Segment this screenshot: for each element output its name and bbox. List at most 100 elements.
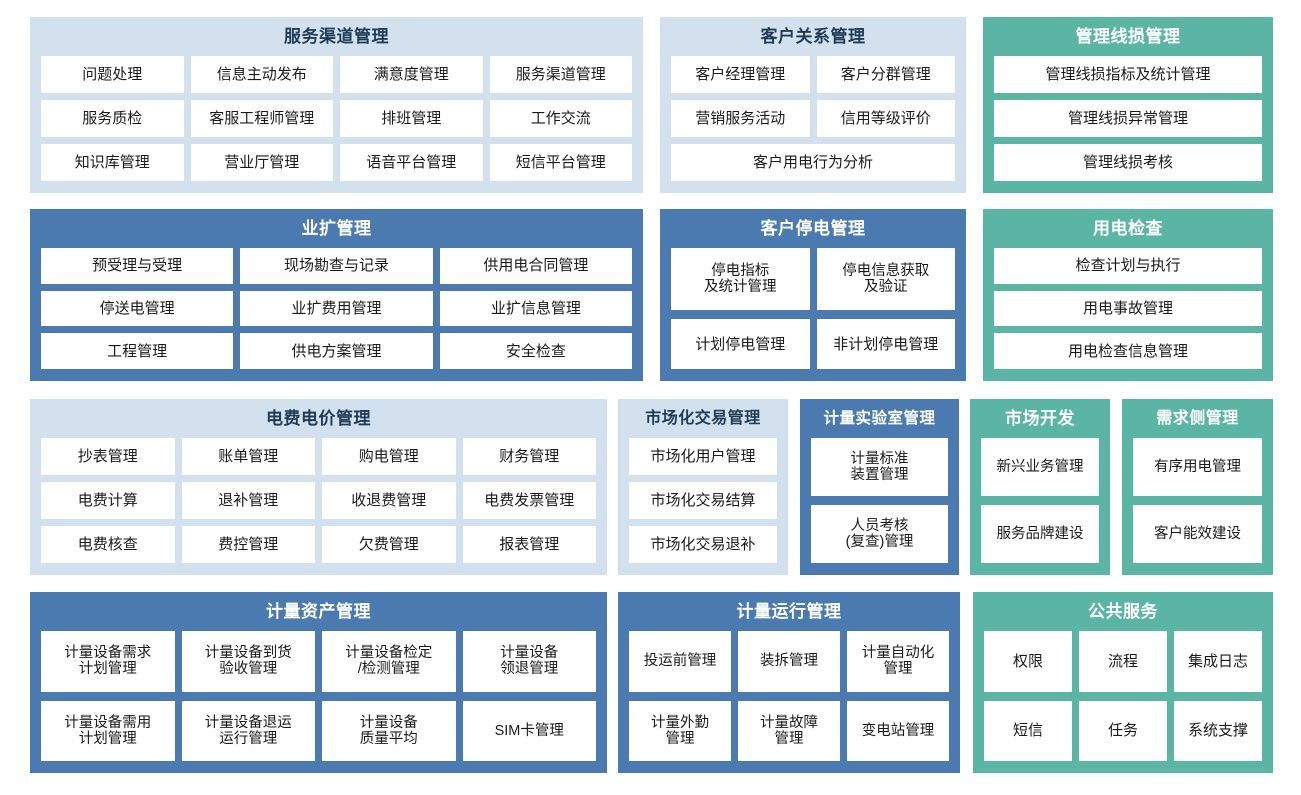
module-cell[interactable]: 营业厅管理 [190,144,333,181]
module-cell[interactable]: 退补管理 [181,482,315,519]
module-cell[interactable]: 财务管理 [462,438,596,475]
module-cell[interactable]: 安全检查 [439,333,632,370]
module-cell[interactable]: 系统支撑 [1174,700,1262,761]
module-cell[interactable]: 计量自动化 管理 [847,631,949,692]
module-cell[interactable]: 客户能效建设 [1133,505,1262,563]
panel-metering-asset-management[interactable]: 计量资产管理 计量设备需求 计划管理 计量设备到货 验收管理 计量设备检定 /检… [30,592,607,773]
module-cell[interactable]: 装拆管理 [738,631,840,692]
module-cell[interactable]: 预受理与受理 [41,248,234,284]
module-cell[interactable]: 服务品牌建设 [981,505,1099,563]
module-cell[interactable]: 欠费管理 [322,526,456,563]
module-cell[interactable]: 业扩费用管理 [240,290,433,327]
module-cell[interactable]: 检查计划与执行 [994,248,1262,284]
diagram-row-3: 电费电价管理 抄表管理 账单管理 购电管理 财务管理 电费计算 退补管理 收退费… [30,399,1273,575]
panel-public-service[interactable]: 公共服务 权限 流程 集成日志 短信 任务 系统支撑 [973,592,1273,773]
module-cell[interactable]: 电费发票管理 [462,482,596,519]
panel-title: 客户停电管理 [760,219,866,238]
module-cell[interactable]: 客户经理管理 [671,56,810,93]
panel-demand-side-management[interactable]: 需求侧管理 有序用电管理 客户能效建设 [1122,399,1273,575]
module-cell[interactable]: 计划停电管理 [671,319,810,369]
module-cell[interactable]: 服务质检 [41,100,184,137]
module-cell[interactable]: 停电指标 及统计管理 [671,248,810,311]
module-cell[interactable]: 计量设备 领退管理 [462,631,596,692]
module-cell[interactable]: 供电方案管理 [240,333,433,370]
module-cell[interactable]: 工作交流 [489,100,632,137]
panel-service-channel-management[interactable]: 服务渠道管理 问题处理 信息主动发布 满意度管理 服务渠道管理 服务质检 客服工… [30,17,643,193]
module-cell[interactable]: 计量设备需用 计划管理 [41,700,175,761]
panel-gap [643,17,660,193]
module-cell[interactable]: 短信平台管理 [489,144,632,181]
panel-customer-outage-management[interactable]: 客户停电管理 停电指标 及统计管理 停电信息获取 及验证 计划停电管理 非计划停… [660,209,966,381]
module-cell[interactable]: 客户分群管理 [816,56,955,93]
panel-title: 计量实验室管理 [823,410,936,427]
panel-electricity-inspection[interactable]: 用电检查 检查计划与执行 用电事故管理 用电检查信息管理 [983,209,1273,381]
module-cell[interactable]: 工程管理 [41,333,234,370]
module-cell[interactable]: 管理线损指标及统计管理 [994,56,1262,93]
module-cell[interactable]: 集成日志 [1174,631,1262,692]
module-cell[interactable]: 知识库管理 [41,144,184,181]
module-cell[interactable]: 计量外勤 管理 [629,700,731,761]
module-cell[interactable]: 停送电管理 [41,290,234,327]
module-cell[interactable]: 用电检查信息管理 [994,333,1262,370]
panel-metering-laboratory-management[interactable]: 计量实验室管理 计量标准 装置管理 人员考核 (复查)管理 [800,399,959,575]
module-cell[interactable]: 排班管理 [340,100,483,137]
panel-row: 管理线损指标及统计管理 [994,56,1262,93]
module-cell[interactable]: 客服工程师管理 [190,100,333,137]
panel-market-trading-management[interactable]: 市场化交易管理 市场化用户管理 市场化交易结算 市场化交易退补 [618,399,788,575]
module-cell[interactable]: 计量故障 管理 [738,700,840,761]
module-cell[interactable]: 任务 [1079,700,1167,761]
module-cell[interactable]: 市场化交易结算 [629,482,777,519]
module-cell[interactable]: 新兴业务管理 [981,438,1099,496]
module-cell[interactable]: SIM卡管理 [462,700,596,761]
module-cell[interactable]: 购电管理 [322,438,456,475]
panel-metering-operation-management[interactable]: 计量运行管理 投运前管理 装拆管理 计量自动化 管理 计量外勤 管理 计量故障 … [618,592,960,773]
module-cell[interactable]: 市场化交易退补 [629,526,777,563]
module-cell[interactable]: 流程 [1079,631,1167,692]
panel-grid: 计量设备需求 计划管理 计量设备到货 验收管理 计量设备检定 /检测管理 计量设… [41,631,596,761]
module-cell[interactable]: 投运前管理 [629,631,731,692]
module-cell[interactable]: 服务渠道管理 [489,56,632,93]
module-cell[interactable]: 计量设备 质量平均 [322,700,456,761]
module-cell[interactable]: 计量设备退运 运行管理 [181,700,315,761]
panel-gap [966,209,983,381]
panel-electricity-fee-price-management[interactable]: 电费电价管理 抄表管理 账单管理 购电管理 财务管理 电费计算 退补管理 收退费… [30,399,607,575]
module-cell[interactable]: 电费计算 [41,482,175,519]
module-cell[interactable]: 有序用电管理 [1133,438,1262,496]
panel-grid: 抄表管理 账单管理 购电管理 财务管理 电费计算 退补管理 收退费管理 电费发票… [41,438,596,563]
module-cell[interactable]: 计量设备需求 计划管理 [41,631,175,692]
module-cell[interactable]: 信用等级评价 [816,100,955,137]
module-cell[interactable]: 业扩信息管理 [439,290,632,327]
module-cell[interactable]: 计量标准 装置管理 [811,438,948,496]
panel-row: 抄表管理 账单管理 购电管理 财务管理 [41,438,596,475]
module-cell[interactable]: 客户用电行为分析 [671,144,955,181]
panel-business-expansion-management[interactable]: 业扩管理 预受理与受理 现场勘查与记录 供用电合同管理 停送电管理 业扩费用管理… [30,209,643,381]
module-cell[interactable]: 满意度管理 [340,56,483,93]
module-cell[interactable]: 抄表管理 [41,438,175,475]
module-cell[interactable]: 收退费管理 [322,482,456,519]
module-cell[interactable]: 费控管理 [181,526,315,563]
module-cell[interactable]: 语音平台管理 [340,144,483,181]
module-cell[interactable]: 市场化用户管理 [629,438,777,475]
module-cell[interactable]: 变电站管理 [847,700,949,761]
module-cell[interactable]: 营销服务活动 [671,100,810,137]
module-cell[interactable]: 账单管理 [181,438,315,475]
module-cell[interactable]: 计量设备检定 /检测管理 [322,631,456,692]
module-cell[interactable]: 现场勘查与记录 [240,248,433,284]
module-cell[interactable]: 信息主动发布 [190,56,333,93]
module-cell[interactable]: 人员考核 (复查)管理 [811,505,948,563]
module-cell[interactable]: 非计划停电管理 [816,319,955,369]
module-cell[interactable]: 问题处理 [41,56,184,93]
module-cell[interactable]: 供用电合同管理 [439,248,632,284]
module-cell[interactable]: 报表管理 [462,526,596,563]
module-cell[interactable]: 管理线损考核 [994,144,1262,181]
module-cell[interactable]: 用电事故管理 [994,290,1262,327]
module-cell[interactable]: 管理线损异常管理 [994,100,1262,137]
panel-management-line-loss[interactable]: 管理线损管理 管理线损指标及统计管理 管理线损异常管理 管理线损考核 [983,17,1273,193]
module-cell[interactable]: 电费核查 [41,526,175,563]
module-cell[interactable]: 权限 [984,631,1072,692]
module-cell[interactable]: 短信 [984,700,1072,761]
module-cell[interactable]: 停电信息获取 及验证 [816,248,955,311]
module-cell[interactable]: 计量设备到货 验收管理 [181,631,315,692]
panel-customer-relationship-management[interactable]: 客户关系管理 客户经理管理 客户分群管理 营销服务活动 信用等级评价 客户用电行… [660,17,966,193]
panel-market-development[interactable]: 市场开发 新兴业务管理 服务品牌建设 [970,399,1110,575]
